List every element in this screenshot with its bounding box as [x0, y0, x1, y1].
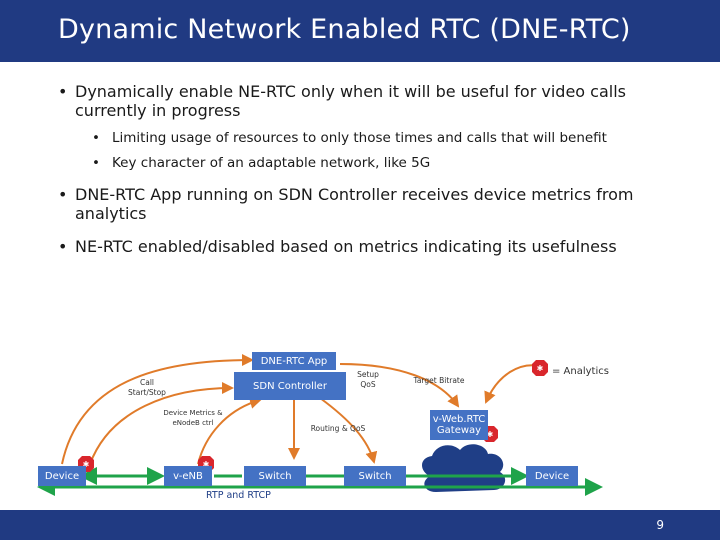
page-number: 9	[656, 518, 664, 532]
slide-title: Dynamic Network Enabled RTC (DNE-RTC)	[58, 14, 631, 45]
svg-text:✱: ✱	[203, 460, 210, 469]
sdn-controller-box: SDN Controller	[234, 372, 346, 400]
bullet-1-text: Dynamically enable NE-RTC only when it w…	[75, 82, 626, 120]
arrow-routing-qos	[319, 397, 378, 464]
sub-bullet-marker: •	[92, 155, 100, 171]
title-bar: Dynamic Network Enabled RTC (DNE-RTC)	[0, 0, 720, 62]
footer-bar: 9	[0, 510, 720, 540]
sub-bullet-2: • Key character of an adaptable network,…	[92, 155, 430, 171]
bullet-2: • DNE-RTC App running on SDN Controller …	[58, 185, 658, 223]
svg-text:✱: ✱	[83, 460, 90, 469]
device-left-box: Device	[38, 466, 86, 486]
bullet-3-text: NE-RTC enabled/disabled based on metrics…	[75, 237, 617, 256]
bullet-3: • NE-RTC enabled/disabled based on metri…	[58, 237, 658, 256]
bullet-marker: •	[58, 82, 68, 101]
arrow-device-metrics-venb	[197, 397, 262, 465]
bullet-marker: •	[58, 185, 68, 204]
venb-box: v-eNB	[164, 466, 212, 486]
dne-rtc-app-box: DNE-RTC App	[252, 352, 336, 370]
vwebrtc-gateway-box: v-Web.RTC Gateway	[430, 410, 488, 440]
label-rtp-rtcp: RTP and RTCP	[206, 490, 271, 501]
sub-bullet-1-text: Limiting usage of resources to only thos…	[112, 130, 607, 146]
switch-1-box: Switch	[244, 466, 306, 486]
sub-bullet-1: • Limiting usage of resources to only th…	[92, 130, 607, 146]
label-routing-qos: Routing & QoS	[310, 424, 366, 433]
arrow-analytics-right	[484, 364, 541, 404]
analytics-legend-text: = Analytics	[552, 366, 609, 377]
bullet-marker: •	[58, 237, 68, 256]
label-device-metrics: Device Metrics & eNodeB ctrl	[163, 409, 223, 427]
arrow-device-metrics-left	[89, 382, 234, 465]
bullet-2-text: DNE-RTC App running on SDN Controller re…	[75, 185, 634, 223]
label-target-bitrate: Target Bitrate	[413, 376, 465, 385]
arrow-call-start-stop	[61, 354, 254, 465]
arrow-target-bitrate	[339, 363, 460, 408]
network-cloud	[422, 444, 506, 492]
diagram-connectors: ✱ ✱ ✱ ✱	[37, 354, 603, 496]
device-right-box: Device	[526, 466, 578, 486]
sub-bullet-2-text: Key character of an adaptable network, l…	[112, 155, 431, 171]
sub-bullet-marker: •	[92, 130, 100, 146]
label-call-start-stop: Call Start/Stop	[128, 378, 166, 397]
network-diagram: ✱ ✱ ✱ ✱ DNE-RTC App SDN Controller Devic…	[0, 340, 720, 510]
bullet-1: • Dynamically enable NE-RTC only when it…	[58, 82, 658, 120]
analytics-marker-legend: ✱	[532, 360, 548, 376]
svg-text:✱: ✱	[487, 430, 494, 439]
label-setup-qos: Setup QoS	[357, 370, 379, 389]
svg-text:✱: ✱	[537, 364, 544, 373]
switch-2-box: Switch	[344, 466, 406, 486]
